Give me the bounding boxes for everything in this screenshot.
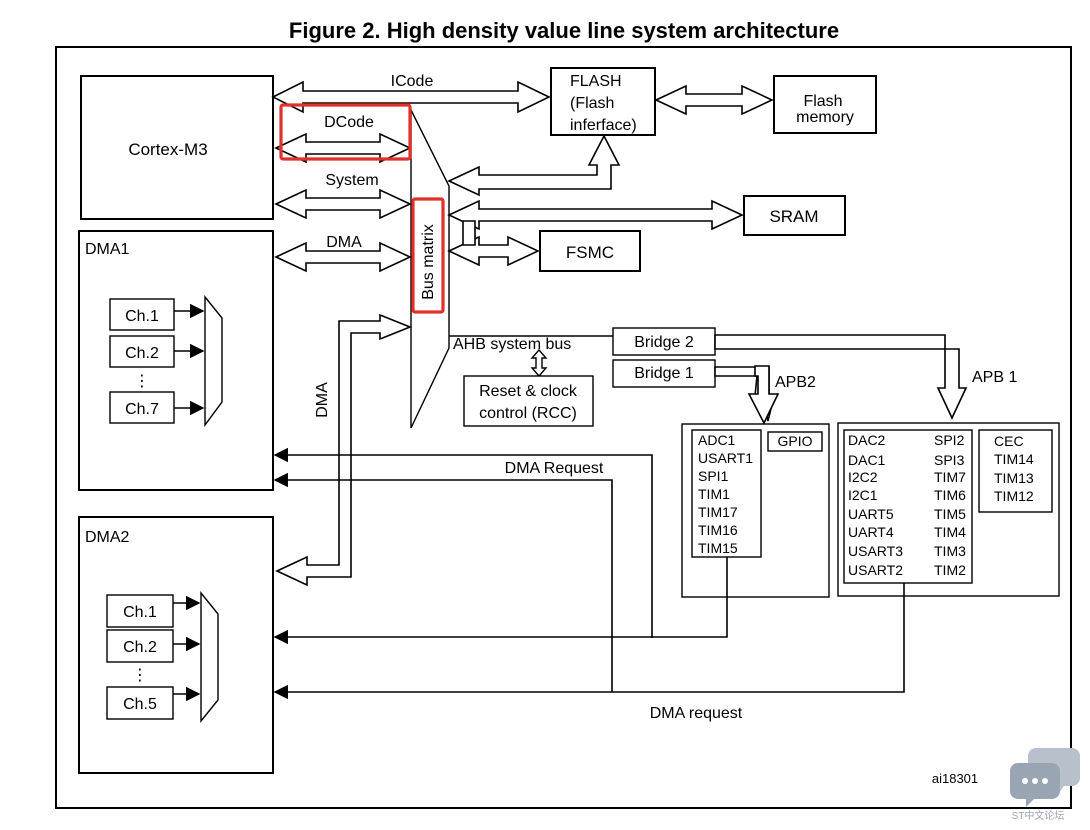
- dma2-mux: [200, 591, 219, 723]
- system-arrow: [274, 188, 412, 220]
- flash-interface-block: FLASH (Flash inferface): [550, 67, 656, 136]
- apb1-c2-1: SPI3: [934, 452, 965, 468]
- ahb-label: AHB system bus: [453, 336, 571, 353]
- cortex-m3-block: Cortex-M3: [80, 75, 274, 220]
- bus-matrix-highlight: [411, 197, 445, 314]
- apb2-periph-5: TIM16: [698, 522, 738, 538]
- apb2-peripherals-block: ADC1 USART1 SPI1 TIM1 TIM17 TIM16 TIM15 …: [681, 423, 830, 598]
- dma2-path-arrow: [275, 313, 413, 587]
- dma2-channel-1-label: Ch.1: [123, 604, 157, 621]
- bus-matrix-label: Bus matrix: [420, 224, 437, 300]
- apb1-c1-1: DAC1: [848, 452, 886, 468]
- dma1-ellipsis: ⋮: [134, 373, 150, 390]
- fsmc-branch: [462, 220, 476, 246]
- dma-vertical-label: DMA: [314, 382, 331, 418]
- apb2-periph-6: TIM15: [698, 540, 738, 556]
- flash-memory-line1: Flash: [803, 93, 842, 110]
- apb1-c1-3: I2C1: [848, 487, 878, 503]
- figure-id-label: ai18301: [932, 771, 978, 786]
- dma2-channel-1: [106, 594, 174, 628]
- apb1-c2-5: TIM4: [934, 524, 966, 540]
- dma1-channel-2-label: Ch.2: [125, 345, 159, 362]
- apb1-c1-0: DAC2: [848, 432, 886, 448]
- flash-line1: FLASH: [570, 73, 622, 90]
- apb1-c1-6: USART3: [848, 543, 903, 559]
- sram-label: SRAM: [769, 207, 818, 226]
- apb1-c1-4: UART5: [848, 506, 894, 522]
- sram-arrow: [447, 199, 744, 231]
- apb1-c1-5: UART4: [848, 524, 894, 540]
- apb1-c2-0: SPI2: [934, 432, 965, 448]
- apb1-c3-0: CEC: [994, 433, 1024, 449]
- rcc-line2: control (RCC): [479, 405, 577, 422]
- dcode-highlight: [279, 103, 412, 161]
- apb1-c3-3: TIM12: [994, 488, 1034, 504]
- dma2-channel-5: [106, 686, 174, 720]
- flash-memory-line2: memory: [796, 109, 854, 126]
- dma2-channel-5-label: Ch.5: [123, 696, 157, 713]
- apb1-c1-7: USART2: [848, 562, 903, 578]
- figure-title: Figure 2. High density value line system…: [289, 18, 839, 43]
- apb1-c2-4: TIM5: [934, 506, 966, 522]
- sram-block: SRAM: [743, 195, 846, 236]
- dma1-channel-1: [109, 298, 175, 331]
- dma2-block: DMA2 Ch.1 Ch.2 ⋮ Ch.5: [78, 516, 274, 774]
- system-label: System: [325, 172, 378, 189]
- bridges-block: Bridge 2 Bridge 1: [612, 327, 716, 388]
- dma-request-lower-label: DMA request: [650, 705, 743, 722]
- apb2-periph-1: USART1: [698, 450, 753, 466]
- dma1-title: DMA1: [85, 241, 130, 258]
- bridge1-label: Bridge 1: [634, 365, 694, 382]
- dma2-title: DMA2: [85, 529, 130, 546]
- dma2-channel-2-label: Ch.2: [123, 639, 157, 656]
- dma-label: DMA: [326, 234, 362, 251]
- icode-label: ICode: [391, 73, 434, 90]
- matrix-to-flash-arrow: [447, 134, 621, 197]
- bridge2-label: Bridge 2: [634, 334, 694, 351]
- apb1-c2-3: TIM6: [934, 487, 966, 503]
- apb1-c1-2: I2C2: [848, 469, 878, 485]
- apb2-periph-0: ADC1: [698, 432, 736, 448]
- rcc-line1: Reset & clock: [479, 383, 578, 400]
- gpio-label: GPIO: [777, 433, 812, 449]
- flash-memory-block: Flash memory: [773, 75, 877, 134]
- fsmc-block: FSMC: [539, 230, 641, 272]
- flash-line3: inferface): [570, 117, 637, 134]
- dma1-channel-2: [109, 335, 175, 368]
- apb1-arrow: [714, 334, 968, 420]
- rcc-block: Reset & clock control (RCC): [463, 375, 594, 427]
- cortex-m3-label: Cortex-M3: [128, 140, 207, 159]
- apb1-peripherals-block: DAC2 DAC1 I2C2 I2C1 UART5 UART4 USART3 U…: [837, 422, 1060, 597]
- bus-matrix-shape: [410, 109, 450, 429]
- apb2-periph-2: SPI1: [698, 468, 729, 484]
- dma1-mux: [204, 295, 223, 428]
- dma1-channel-1-label: Ch.1: [125, 308, 159, 325]
- fsmc-label: FSMC: [566, 243, 614, 262]
- dma-arrow: [274, 241, 412, 273]
- apb1-c2-7: TIM2: [934, 562, 966, 578]
- apb2-periph-4: TIM17: [698, 504, 738, 520]
- chat-bubble-icon: [1010, 748, 1080, 807]
- dma1-block: DMA1 Ch.1 Ch.2 ⋮ Ch.7: [78, 230, 274, 491]
- apb2-label: APB2: [775, 374, 816, 391]
- dma-request-upper-label: DMA Request: [505, 460, 604, 477]
- watermark: ST中文论坛: [1010, 748, 1080, 822]
- apb1-c3-2: TIM13: [994, 470, 1034, 486]
- flash-memory-arrow: [654, 84, 774, 116]
- dma1-channel-7-label: Ch.7: [125, 401, 159, 418]
- flash-line2: (Flash: [570, 95, 614, 112]
- apb2-periph-3: TIM1: [698, 486, 730, 502]
- apb1-c2-6: TIM3: [934, 543, 966, 559]
- apb1-c3-1: TIM14: [994, 451, 1034, 467]
- dma1-channel-7: [109, 391, 175, 424]
- dcode-label: DCode: [324, 114, 374, 131]
- dma-request-lines: [273, 447, 905, 700]
- watermark-text: ST中文论坛: [1012, 809, 1065, 822]
- apb1-label: APB 1: [972, 369, 1017, 386]
- apb1-c2-2: TIM7: [934, 469, 966, 485]
- dma2-channel-2: [106, 629, 174, 663]
- dma2-ellipsis: ⋮: [132, 667, 148, 684]
